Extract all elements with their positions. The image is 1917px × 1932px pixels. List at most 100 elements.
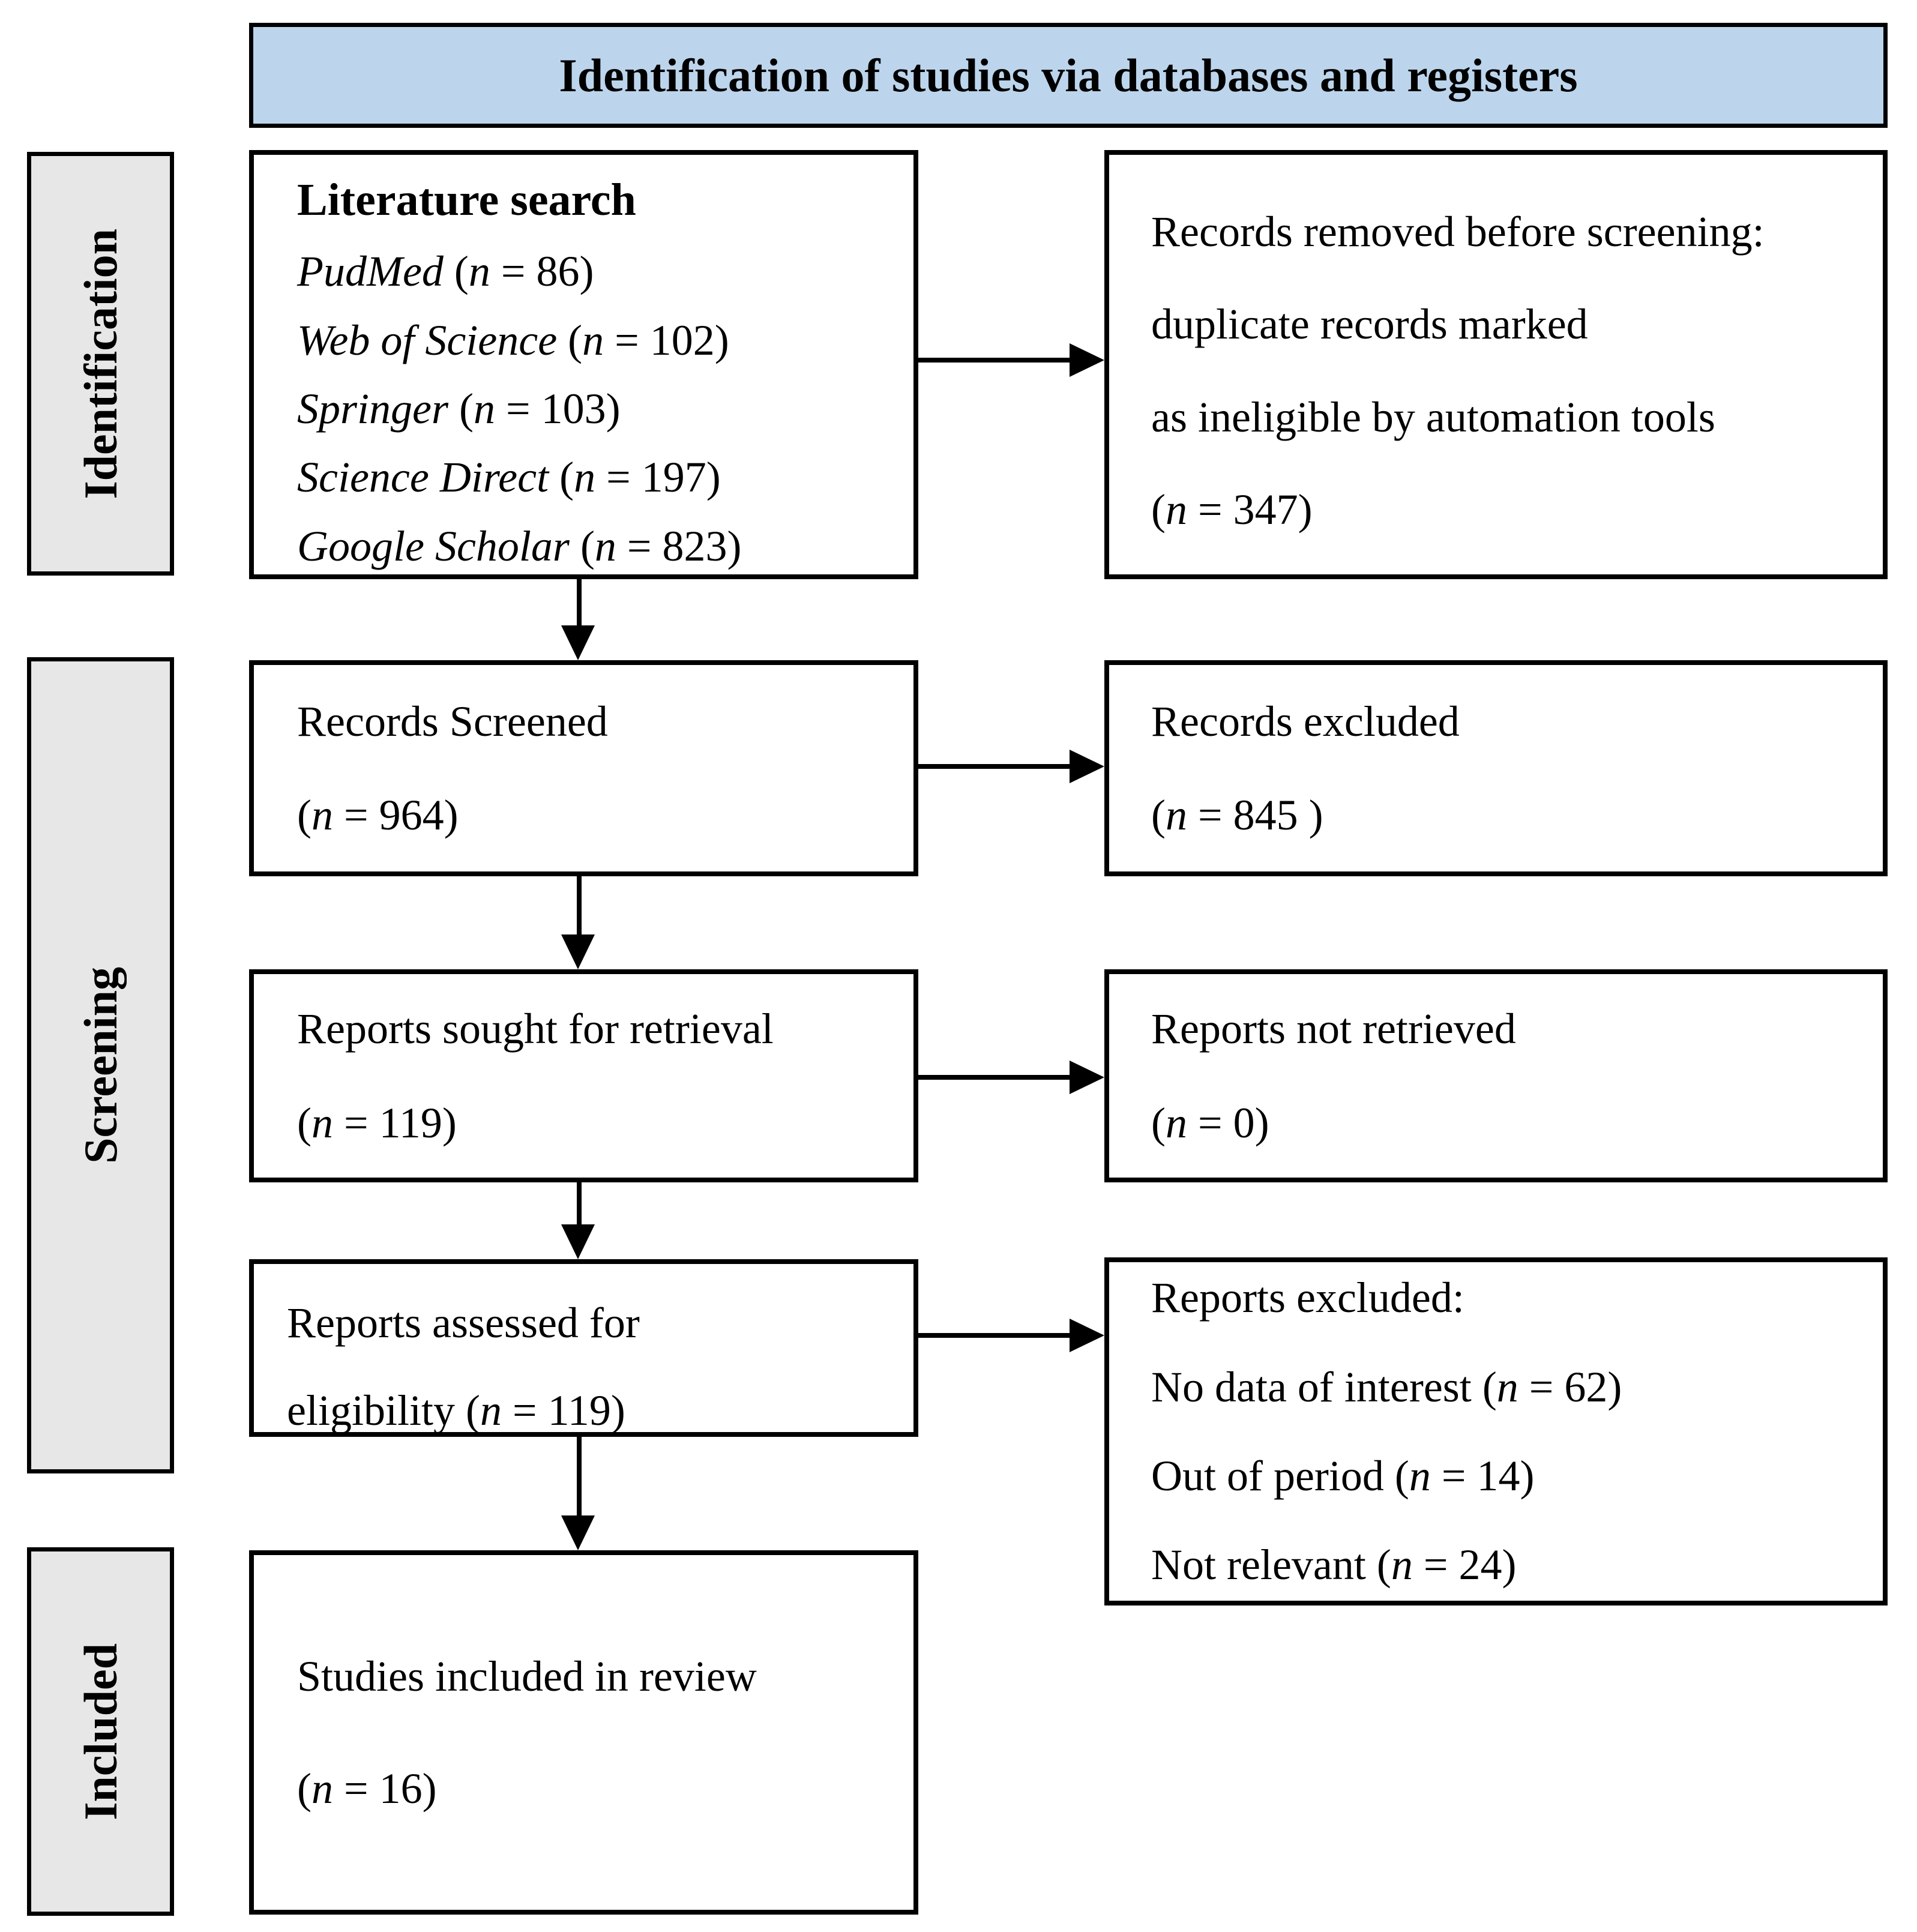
text-part: ( <box>1151 1098 1166 1147</box>
text-line-4: Science Direct (n = 197) <box>297 451 901 503</box>
text-line-2: (n = 964) <box>297 789 913 841</box>
down-arrow-3-icon <box>561 1224 595 1259</box>
text-part: ( <box>1394 1452 1409 1500</box>
text-line-2: (n = 0) <box>1151 1097 1883 1149</box>
text-part: ( <box>568 316 583 364</box>
text-line-1: Reports excluded: <box>1151 1272 1883 1323</box>
text-part: Reports sought for retrieval <box>297 1005 774 1053</box>
text-part: Out of period <box>1151 1452 1395 1500</box>
box-records-excluded-lines: Records excluded (n = 845 ) <box>1151 696 1883 841</box>
text-part: ( <box>1151 485 1166 534</box>
box-records-removed-lines: Records removed before screening: duplica… <box>1151 206 1871 536</box>
text-line-4: Not relevant (n = 24) <box>1151 1539 1883 1590</box>
text-part: ( <box>454 247 469 296</box>
box-literature-search-title: Literature search <box>297 175 636 225</box>
text-line-2: duplicate records marked <box>1151 298 1871 350</box>
text-part: ( <box>297 1764 311 1813</box>
text-part: Not relevant <box>1151 1541 1377 1589</box>
text-part: = 347) <box>1187 485 1313 534</box>
text-line-2: (n = 16) <box>297 1763 913 1814</box>
text-line-1: Records removed before screening: <box>1151 206 1871 257</box>
italic-text-part: n <box>582 316 604 364</box>
italic-text-part: n <box>1391 1541 1413 1589</box>
text-line-1: Records excluded <box>1151 696 1883 747</box>
italic-text-part: Springer <box>297 384 459 433</box>
text-part: ( <box>297 791 311 839</box>
box-reports-excluded-lines: Reports excluded:No data of interest (n … <box>1151 1272 1883 1591</box>
text-part: Records Screened <box>297 697 608 745</box>
text-line-4: (n = 347) <box>1151 484 1871 535</box>
text-part: ( <box>580 522 595 570</box>
italic-text-part: n <box>1165 791 1187 839</box>
box-records-screened: Records Screened (n = 964) <box>249 660 918 876</box>
text-part: = 845 ) <box>1187 791 1323 839</box>
text-line-1: Reports sought for retrieval <box>297 1003 913 1055</box>
right-arrow-4-line <box>918 1333 1072 1338</box>
italic-text-part: n <box>468 247 490 296</box>
right-arrow-4-icon <box>1070 1319 1104 1352</box>
italic-text-part: n <box>594 522 616 570</box>
italic-text-part: PudMed <box>297 247 454 296</box>
text-part: = 964) <box>333 791 459 839</box>
text-part: Reports excluded: <box>1151 1274 1464 1322</box>
text-part: ( <box>297 1098 311 1147</box>
text-part: = 119) <box>501 1386 625 1435</box>
text-line-1: Studies included in review <box>297 1651 913 1702</box>
text-part: ( <box>459 384 474 433</box>
header-title: Identification of studies via databases … <box>559 49 1578 101</box>
text-part: ( <box>1376 1541 1391 1589</box>
text-part: ( <box>559 453 574 502</box>
box-reports-sought-lines: Reports sought for retrieval (n = 119) <box>297 1003 913 1149</box>
italic-text-part: n <box>311 1764 333 1813</box>
text-line-5: Google Scholar (n = 823) <box>297 520 901 572</box>
text-part: = 62) <box>1518 1362 1622 1411</box>
italic-text-part: n <box>473 384 495 433</box>
down-arrow-2-line <box>577 876 582 936</box>
text-line-3: Springer (n = 103) <box>297 383 901 435</box>
text-part: Reports assessed for <box>287 1299 640 1347</box>
text-part: ( <box>465 1386 480 1435</box>
text-part: Records removed before screening: <box>1151 207 1765 256</box>
text-part: ( <box>1151 791 1166 839</box>
text-part: = 0) <box>1187 1098 1269 1147</box>
box-reports-not-retrieved-lines: Reports not retrieved(n = 0) <box>1151 1003 1883 1149</box>
stage-label-screening-text: Screening <box>74 967 127 1164</box>
box-reports-excluded: Reports excluded:No data of interest (n … <box>1104 1257 1888 1605</box>
text-line-1: Records Screened <box>297 696 913 747</box>
italic-text-part: n <box>480 1386 502 1435</box>
box-records-excluded: Records excluded (n = 845 ) <box>1104 660 1888 876</box>
box-reports-assessed: Reports assessed for eligibility (n = 119… <box>249 1259 918 1437</box>
box-reports-not-retrieved: Reports not retrieved(n = 0) <box>1104 969 1888 1182</box>
text-line-1: Reports assessed for <box>287 1297 901 1349</box>
stage-label-identification-text: Identification <box>74 228 127 499</box>
stage-label-included: Included <box>27 1547 174 1916</box>
italic-text-part: Google Scholar <box>297 522 580 570</box>
right-arrow-3-line <box>918 1075 1072 1080</box>
box-records-screened-lines: Records Screened (n = 964) <box>297 696 913 841</box>
right-arrow-1-line <box>918 358 1072 363</box>
box-studies-included: Studies included in review (n = 16) <box>249 1550 918 1915</box>
text-line-2: (n = 845 ) <box>1151 789 1883 841</box>
text-part: = 103) <box>495 384 621 433</box>
box-records-removed: Records removed before screening: duplica… <box>1104 150 1888 579</box>
text-part: = 197) <box>595 453 721 502</box>
italic-text-part: n <box>574 453 596 502</box>
down-arrow-2-icon <box>561 934 595 969</box>
box-reports-assessed-lines: Reports assessed for eligibility (n = 119… <box>287 1297 901 1437</box>
text-part: eligibility <box>287 1386 466 1435</box>
text-part: as ineligible by automation tools <box>1151 393 1715 441</box>
text-part: = 102) <box>604 316 729 364</box>
text-line-2: Web of Science (n = 102) <box>297 314 901 366</box>
italic-text-part: n <box>1165 1098 1187 1147</box>
text-part: No data of interest <box>1151 1362 1482 1411</box>
italic-text-part: n <box>1409 1452 1431 1500</box>
italic-text-part: Science Direct <box>297 453 560 502</box>
text-part: = 823) <box>616 522 742 570</box>
text-line-2: (n = 119) <box>297 1097 913 1149</box>
text-line-2: eligibility (n = 119) <box>287 1385 901 1436</box>
header-banner: Identification of studies via databases … <box>249 23 1888 128</box>
right-arrow-1-icon <box>1070 343 1104 377</box>
text-part: = 14) <box>1430 1452 1535 1500</box>
italic-text-part: n <box>1165 485 1187 534</box>
